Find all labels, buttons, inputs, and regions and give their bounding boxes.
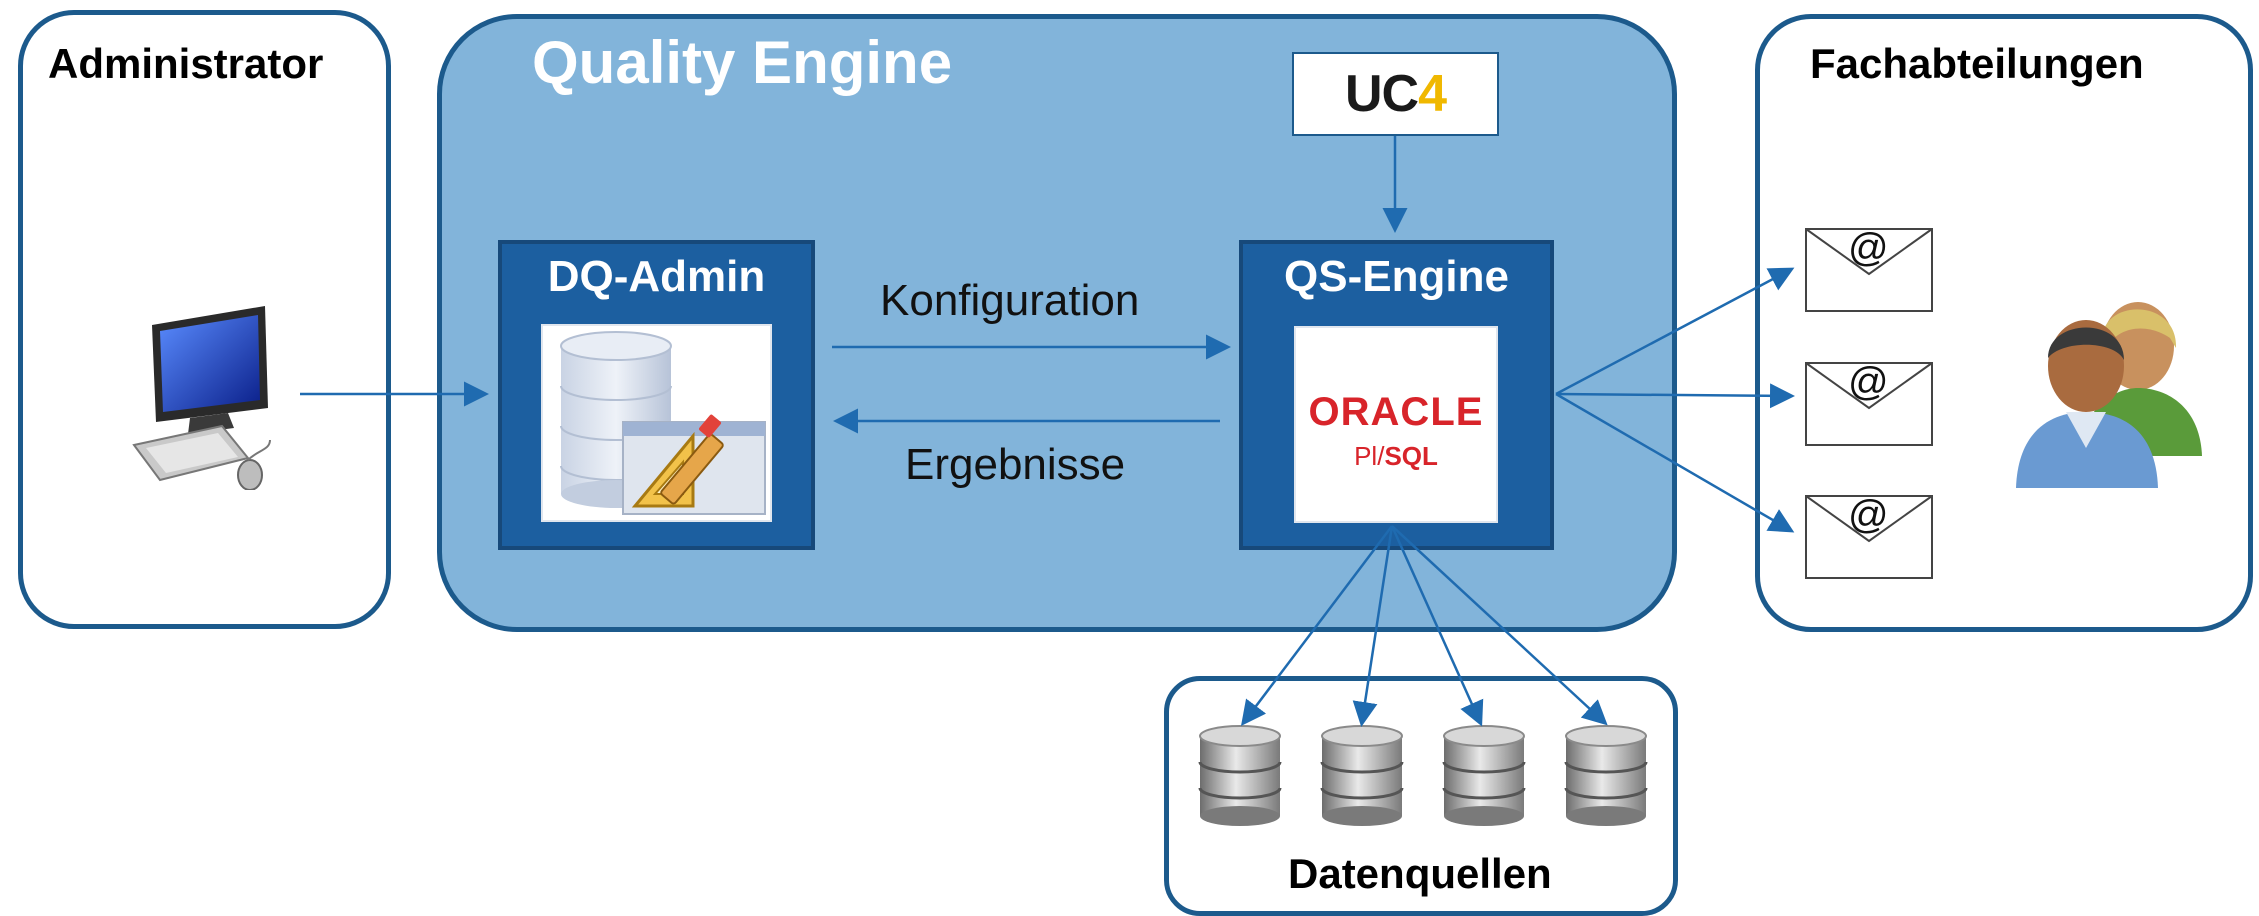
email-at-icon-1: @: [1848, 226, 1889, 270]
email-envelope-1: [1805, 228, 1933, 312]
plsql-label: Pl/SQL: [1354, 441, 1438, 471]
ergebnisse-label: Ergebnisse: [905, 440, 1126, 489]
arrow-to-email-1: [1555, 267, 1795, 396]
database-icon-3: [1442, 725, 1526, 826]
email-at-icon-3: @: [1848, 493, 1889, 537]
database-tools-icon: [560, 331, 766, 515]
datenquellen-title: Datenquellen: [1288, 850, 1552, 897]
dq-admin-image: [541, 324, 772, 522]
database-icon-1: [1198, 725, 1282, 826]
arrow-to-email-3: [1555, 392, 1795, 533]
database-icon-2: [1320, 725, 1404, 826]
uc4-scheduler-logo: UC4: [1292, 52, 1499, 136]
dq-admin-title: DQ-Admin: [547, 252, 766, 301]
arrow-to-db-1: [1240, 525, 1393, 726]
oracle-label: ORACLE: [1308, 390, 1484, 434]
users-icon: [2016, 302, 2202, 488]
arrow-to-db-4: [1391, 525, 1608, 726]
email-envelope-3: [1805, 495, 1933, 579]
email-at-icon-2: @: [1848, 360, 1889, 404]
oracle-plsql-logo: ORACLE Pl/SQL: [1294, 326, 1498, 523]
administrator-title: Administrator: [48, 40, 324, 87]
arrow-to-email-2: [1555, 383, 1795, 409]
arrow-to-db-2: [1352, 525, 1394, 727]
email-envelope-2: [1805, 362, 1933, 446]
database-icon-4: [1564, 725, 1648, 826]
quality-engine-title: Quality Engine: [532, 29, 953, 96]
konfiguration-label: Konfiguration: [880, 276, 1140, 325]
fachabteilungen-title: Fachabteilungen: [1810, 40, 2144, 87]
arrow-to-db-3: [1390, 525, 1484, 727]
computer-icon: [132, 306, 271, 490]
qs-engine-title: QS-Engine: [1284, 252, 1509, 301]
